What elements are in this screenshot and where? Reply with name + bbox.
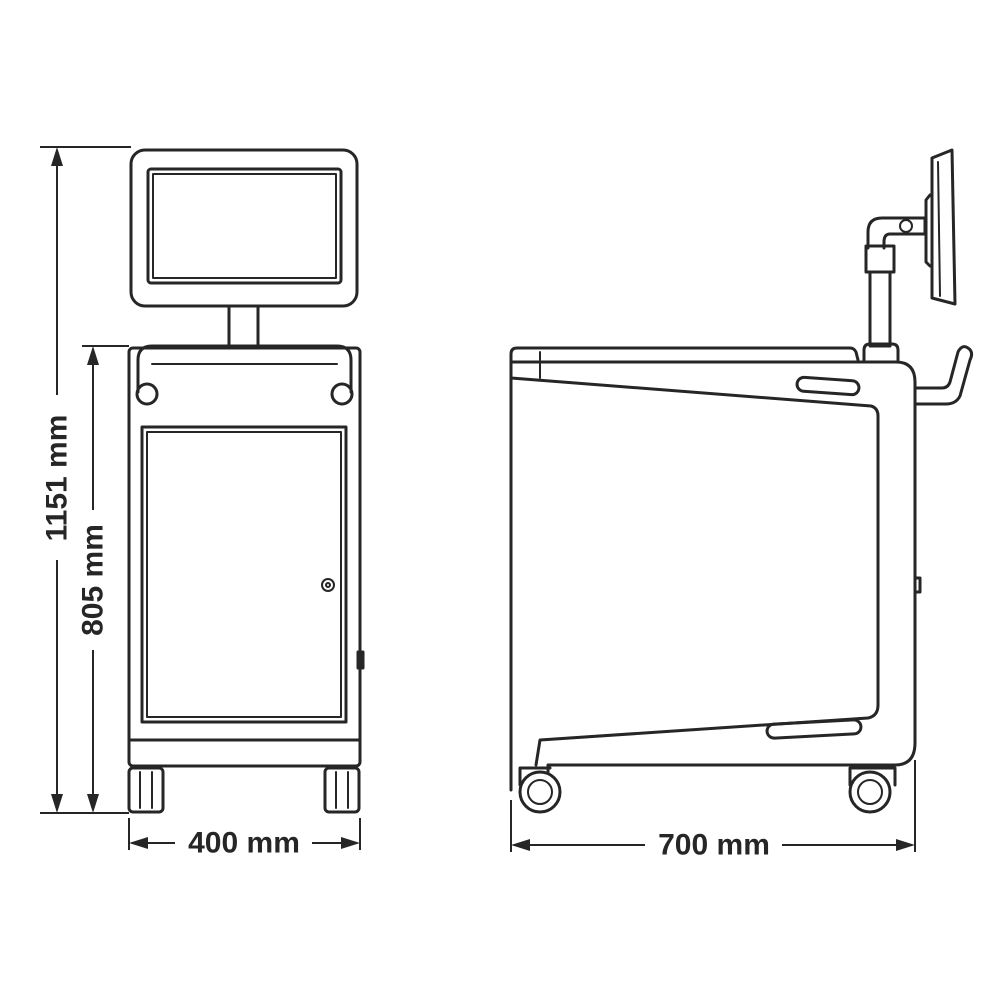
front-wheel-left (127, 766, 165, 814)
side-wheel-right-hub (857, 779, 883, 805)
side-handle (913, 345, 974, 406)
width-arrow-right (341, 837, 360, 849)
side-monitor (930, 148, 957, 306)
side-top-shelf (509, 376, 880, 707)
cabinet-height-arrow-top (87, 346, 99, 365)
side-wheel-right-fork (848, 766, 897, 787)
door-lock-keyhole (325, 582, 331, 588)
cabinet-height-label: 805 mm (77, 524, 110, 636)
total-height-arrow-top (51, 147, 63, 166)
side-bottom-slot (765, 718, 863, 740)
front-door-inner (146, 431, 342, 718)
front-door (140, 425, 348, 724)
side-wheel-right (848, 770, 892, 814)
side-pole-collar (864, 244, 896, 274)
total-height-arrow-bottom (51, 794, 63, 813)
front-monitor-screen-inner (152, 173, 337, 279)
front-handle-left-end (135, 382, 159, 406)
side-mount-arm (866, 216, 927, 250)
side-top-slot (795, 375, 861, 397)
front-monitor-neck (227, 304, 260, 348)
cabinet-height-arrow-bottom (87, 794, 99, 813)
side-body-outline (509, 360, 917, 792)
depth-label: 700 mm (658, 829, 770, 862)
front-wheel-right (323, 766, 361, 814)
door-lock-icon (321, 578, 335, 592)
side-wheel-left (518, 770, 562, 814)
side-top-surface (509, 346, 860, 364)
front-cabinet-body (127, 346, 362, 768)
dimension-lines (40, 146, 916, 852)
side-mount-joint (899, 219, 913, 233)
side-monitor-edge (937, 161, 941, 297)
front-handle-right-end (330, 382, 354, 406)
width-arrow-left (129, 837, 148, 849)
side-bottom-shelf (534, 703, 880, 767)
front-view (127, 148, 365, 814)
side-pole (868, 270, 892, 348)
side-wheel-left-hub (527, 779, 553, 805)
width-label: 400 mm (188, 827, 300, 860)
side-latch (913, 576, 922, 594)
side-monitor-back (924, 193, 932, 268)
side-pole-base (862, 342, 900, 362)
front-side-latch (356, 650, 365, 670)
front-handle-bar (136, 344, 353, 394)
total-height-label: 1151 mm (41, 415, 74, 542)
depth-arrow-right (896, 839, 915, 851)
front-monitor-screen (146, 167, 343, 285)
side-view (509, 148, 974, 814)
side-wheel-left-fork (518, 766, 552, 787)
depth-arrow-left (511, 839, 530, 851)
